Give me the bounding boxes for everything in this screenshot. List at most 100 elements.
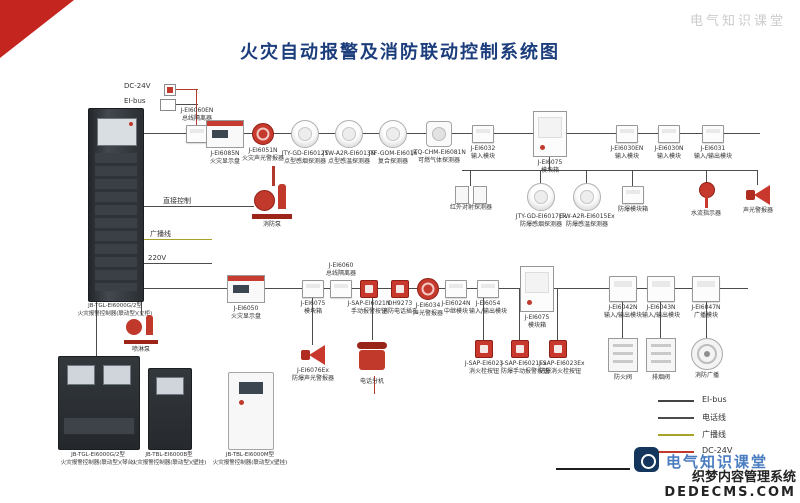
label-direct-control: 直接控制 <box>163 197 191 205</box>
wire-segment <box>632 170 633 186</box>
fire-pump-icon <box>252 184 292 219</box>
legend-line-icon <box>658 417 694 419</box>
device-model: DH9273 <box>387 300 413 307</box>
device-model: J-EI6075 <box>524 314 550 321</box>
wire-segment <box>549 155 550 170</box>
device-model: JTW-A2R-EI6015Ex <box>559 213 615 220</box>
fire-sounder-top-icon <box>252 123 274 145</box>
wire-segment <box>372 288 373 340</box>
device-model: J-EI6047N <box>691 304 721 311</box>
device-model: J-EI6060 <box>328 261 354 269</box>
ex-call-point-icon <box>511 340 529 358</box>
sounder-right: 声光警报器 <box>743 185 773 214</box>
device-model: J-EI6085N <box>210 150 240 157</box>
device-model: J-EI6031 <box>700 145 726 152</box>
page-title: 火灾自动报警及消防联动控制系统图 <box>240 42 560 63</box>
wire-segment <box>174 104 198 105</box>
device-name: 总线隔离器 <box>181 114 212 122</box>
cabinet-module-rows <box>95 153 137 291</box>
panel-model: JB-TBL-EI6000M型 <box>225 452 275 458</box>
wire-segment <box>96 300 97 356</box>
fire-phone-jack-icon <box>391 280 409 298</box>
legend-label: DC-24V <box>702 446 733 455</box>
device-name: 模块箱 <box>540 167 559 175</box>
device-model: J-EI6030EN <box>610 145 644 152</box>
module-box-2-icon <box>302 280 324 298</box>
wire-segment <box>141 300 142 315</box>
device-model: J-EI6051N <box>248 147 278 154</box>
ex-hydrant-button-icon <box>549 340 567 358</box>
wire-segment <box>272 166 275 186</box>
device-model: JTQ-CHM-EI6081N <box>412 149 466 156</box>
device-model: J-EI6034 <box>415 302 441 309</box>
device-name: 点型感烟探测器 <box>283 158 326 166</box>
wire-segment <box>462 170 758 171</box>
fire-damper-icon <box>608 338 638 372</box>
main-controller-model: JB-TGL-EI6000G/2型 <box>88 303 142 309</box>
device-model: J-EI6042N <box>608 304 638 311</box>
panel-model: JB-TGL-EI6000G/2型 <box>71 452 125 458</box>
legend-line-icon <box>658 400 694 402</box>
bus-isolator-2-icon <box>330 280 352 298</box>
device-name: 复合探测器 <box>377 158 408 166</box>
wire-segment <box>142 206 254 207</box>
relay-module-icon <box>445 280 467 298</box>
wire-segment <box>706 170 707 183</box>
fire-display-2-icon <box>227 275 265 303</box>
device-name: 可燃气体探测器 <box>417 157 460 165</box>
water-flow-indicator-label: 水流指示器 <box>678 210 734 218</box>
hydrant-button-icon <box>475 340 493 358</box>
device-model: J-EI6076Ex <box>297 367 329 374</box>
device-name: 防爆手动报警按钮 <box>501 368 550 376</box>
console-deck <box>63 417 135 435</box>
gas-detector-icon <box>426 121 452 147</box>
device-model: J-SAP-EI6021N <box>347 300 391 307</box>
cabinet-display-icon <box>97 118 137 146</box>
brand-divider <box>556 468 630 470</box>
smoke-damper: 排烟阀 <box>646 338 676 381</box>
panel-name: 火灾报警控制器(联动型)(壁挂) <box>212 459 288 466</box>
fire-display-top-icon <box>206 120 244 148</box>
wire-segment <box>519 288 520 340</box>
watermark-top-right: 电气知识课堂 <box>689 14 786 29</box>
device-model: J-EI6043N <box>646 304 676 311</box>
wire-segment <box>586 170 587 184</box>
legend-label: 广播线 <box>702 430 726 439</box>
device-name: 水流指示器 <box>690 210 721 217</box>
beam-detector-label: 红外对射探测器 <box>443 204 499 212</box>
label-broadcast-line: 广播线 <box>150 230 171 238</box>
device-name: 输入/输出模块 <box>693 153 733 161</box>
sprinkler-pump-label: 喷淋泵 <box>113 346 169 354</box>
smoke-damper-icon <box>646 338 676 372</box>
device-name: 手动报警按钮 <box>350 308 387 316</box>
wire-segment <box>540 170 541 184</box>
wire-segment <box>483 288 484 340</box>
